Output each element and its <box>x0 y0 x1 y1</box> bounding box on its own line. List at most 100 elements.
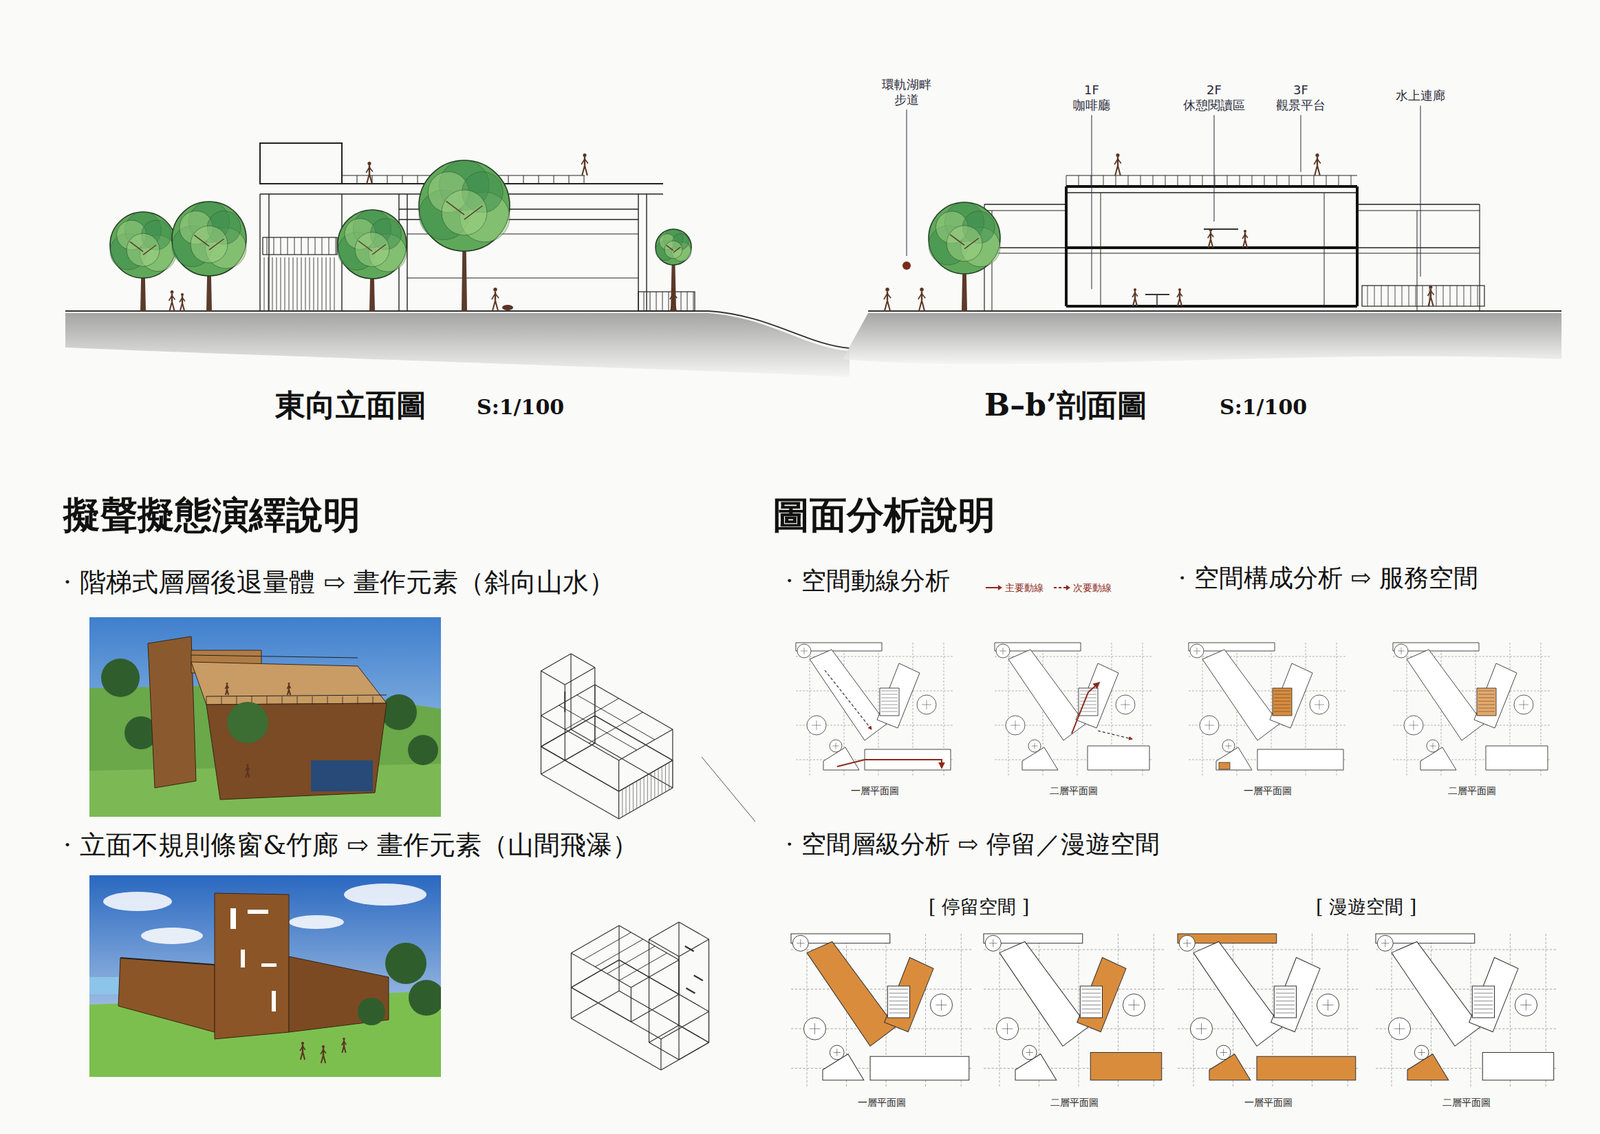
section-b-part <box>1355 186 1359 307</box>
east-elevation-part <box>407 277 639 279</box>
section-b-part <box>1064 186 1068 307</box>
rendering-photo <box>89 874 441 1077</box>
floor-plan-panel: 一層平面圖 <box>791 933 974 1109</box>
line-sketch-part <box>708 938 710 1043</box>
section-b-part <box>842 312 1562 364</box>
floor-plan-part <box>983 988 1166 990</box>
floor-plan-part <box>1478 700 1495 702</box>
floor-plan-part <box>1125 699 1127 710</box>
section-b-part <box>1128 175 1129 187</box>
section-b-part <box>1417 210 1418 311</box>
floor-plan-part <box>1276 1000 1296 1001</box>
person-figure <box>1242 229 1248 248</box>
person-figure-part <box>246 763 249 766</box>
floor-plan-part <box>1228 742 1230 750</box>
legend-swatch <box>1053 584 1072 591</box>
floor-plan-part <box>1276 996 1296 998</box>
east-elevation-part <box>645 193 647 311</box>
east-elevation-part <box>357 175 358 184</box>
line-sketch-part <box>570 959 620 988</box>
floor-plan-part <box>829 739 842 752</box>
person-figure-part <box>1210 238 1213 248</box>
section-b-part <box>1478 204 1480 311</box>
floor-plan-part <box>1022 747 1058 770</box>
section-b-part <box>1450 285 1451 307</box>
line-sketch-part <box>570 729 596 743</box>
line-sketch-part <box>618 760 620 792</box>
legend-text: 主要動線 <box>1004 581 1044 594</box>
person-figure <box>245 763 250 778</box>
tree <box>171 201 247 311</box>
line-sketch-part <box>618 925 620 960</box>
east-elevation-part <box>668 291 670 311</box>
line-sketch-part <box>541 715 620 761</box>
floor-plan-part <box>1196 647 1198 655</box>
person-figure-part <box>584 158 589 164</box>
rendering-photo-part <box>408 979 441 1016</box>
floor-plan-part <box>1403 715 1424 735</box>
floor-plan-part <box>996 1017 1019 1040</box>
person-figure-part <box>495 293 499 299</box>
rendering-photo-part <box>141 927 203 944</box>
line-sketch-part <box>564 691 566 712</box>
floor-plan-part <box>1082 1004 1102 1005</box>
floor-plan-part <box>1082 1012 1102 1014</box>
section-b-part <box>1357 246 1480 248</box>
rendering-photo-part <box>191 654 358 658</box>
rendering-photo-part <box>385 942 427 984</box>
legend-text: 次要動線 <box>1073 581 1112 594</box>
east-elevation-part <box>308 237 309 255</box>
east-elevation-part <box>297 257 298 311</box>
person-figure-part <box>1179 293 1183 297</box>
tree-part <box>441 189 488 236</box>
line-sketch-part <box>660 1038 662 1070</box>
floor-plan-part <box>1401 647 1402 655</box>
floor-plan-part <box>881 690 898 692</box>
person-figure-part <box>584 165 588 176</box>
floor-plan-part <box>1190 643 1204 658</box>
line-sketch-part <box>541 684 596 716</box>
floor-plan-part <box>889 992 909 994</box>
floor-plan <box>1375 933 1559 1088</box>
floor-plan-part <box>889 988 909 990</box>
person-figure-part <box>1115 153 1120 157</box>
section-b-part <box>1239 175 1241 187</box>
section-b-part <box>1251 175 1253 187</box>
person-figure-part <box>366 174 370 184</box>
floor-plan-part <box>1272 687 1292 716</box>
section-b-part <box>1357 209 1480 211</box>
rendering-photo-part <box>357 696 359 705</box>
person-figure-part <box>301 1041 305 1045</box>
rendering-photo-part <box>266 696 268 705</box>
floor-plan-part <box>1407 1053 1449 1080</box>
floor-plan-part <box>1276 1012 1296 1014</box>
heading-text: 圖面分析說明 <box>772 492 996 538</box>
line-sketch-part <box>678 956 679 1060</box>
section-b-part <box>1214 175 1216 187</box>
section-b-part <box>1326 175 1327 187</box>
line-sketch-part <box>595 684 673 730</box>
person-figure <box>365 161 373 184</box>
rendering-photo-part <box>118 957 215 1032</box>
line-sketch-part <box>570 1018 662 1070</box>
tree-part <box>418 160 510 252</box>
section-b-part <box>1165 175 1166 187</box>
floor-plan-part <box>823 747 860 770</box>
person-figure-part <box>343 1045 347 1053</box>
floor-plan-part <box>1523 699 1525 710</box>
floor-plan-part <box>1077 957 1127 1032</box>
section-b-part <box>1190 175 1191 187</box>
line-sketch-part <box>541 742 596 774</box>
floor-plan-panel: 二層平面圖 <box>1375 933 1559 1109</box>
floor-plan-part <box>1474 1004 1494 1005</box>
line-sketch-part <box>570 925 620 953</box>
floor-plan-part <box>803 1017 826 1040</box>
east-elevation-part <box>687 291 688 311</box>
section-b-part <box>1301 175 1303 187</box>
person-figure-part <box>288 689 291 695</box>
east-elevation-part <box>321 257 323 311</box>
floor-plan-part <box>1406 642 1408 777</box>
person-figure-part <box>669 293 674 300</box>
floor-plan-part <box>1015 720 1016 730</box>
floor-plan-part <box>1399 1022 1400 1034</box>
